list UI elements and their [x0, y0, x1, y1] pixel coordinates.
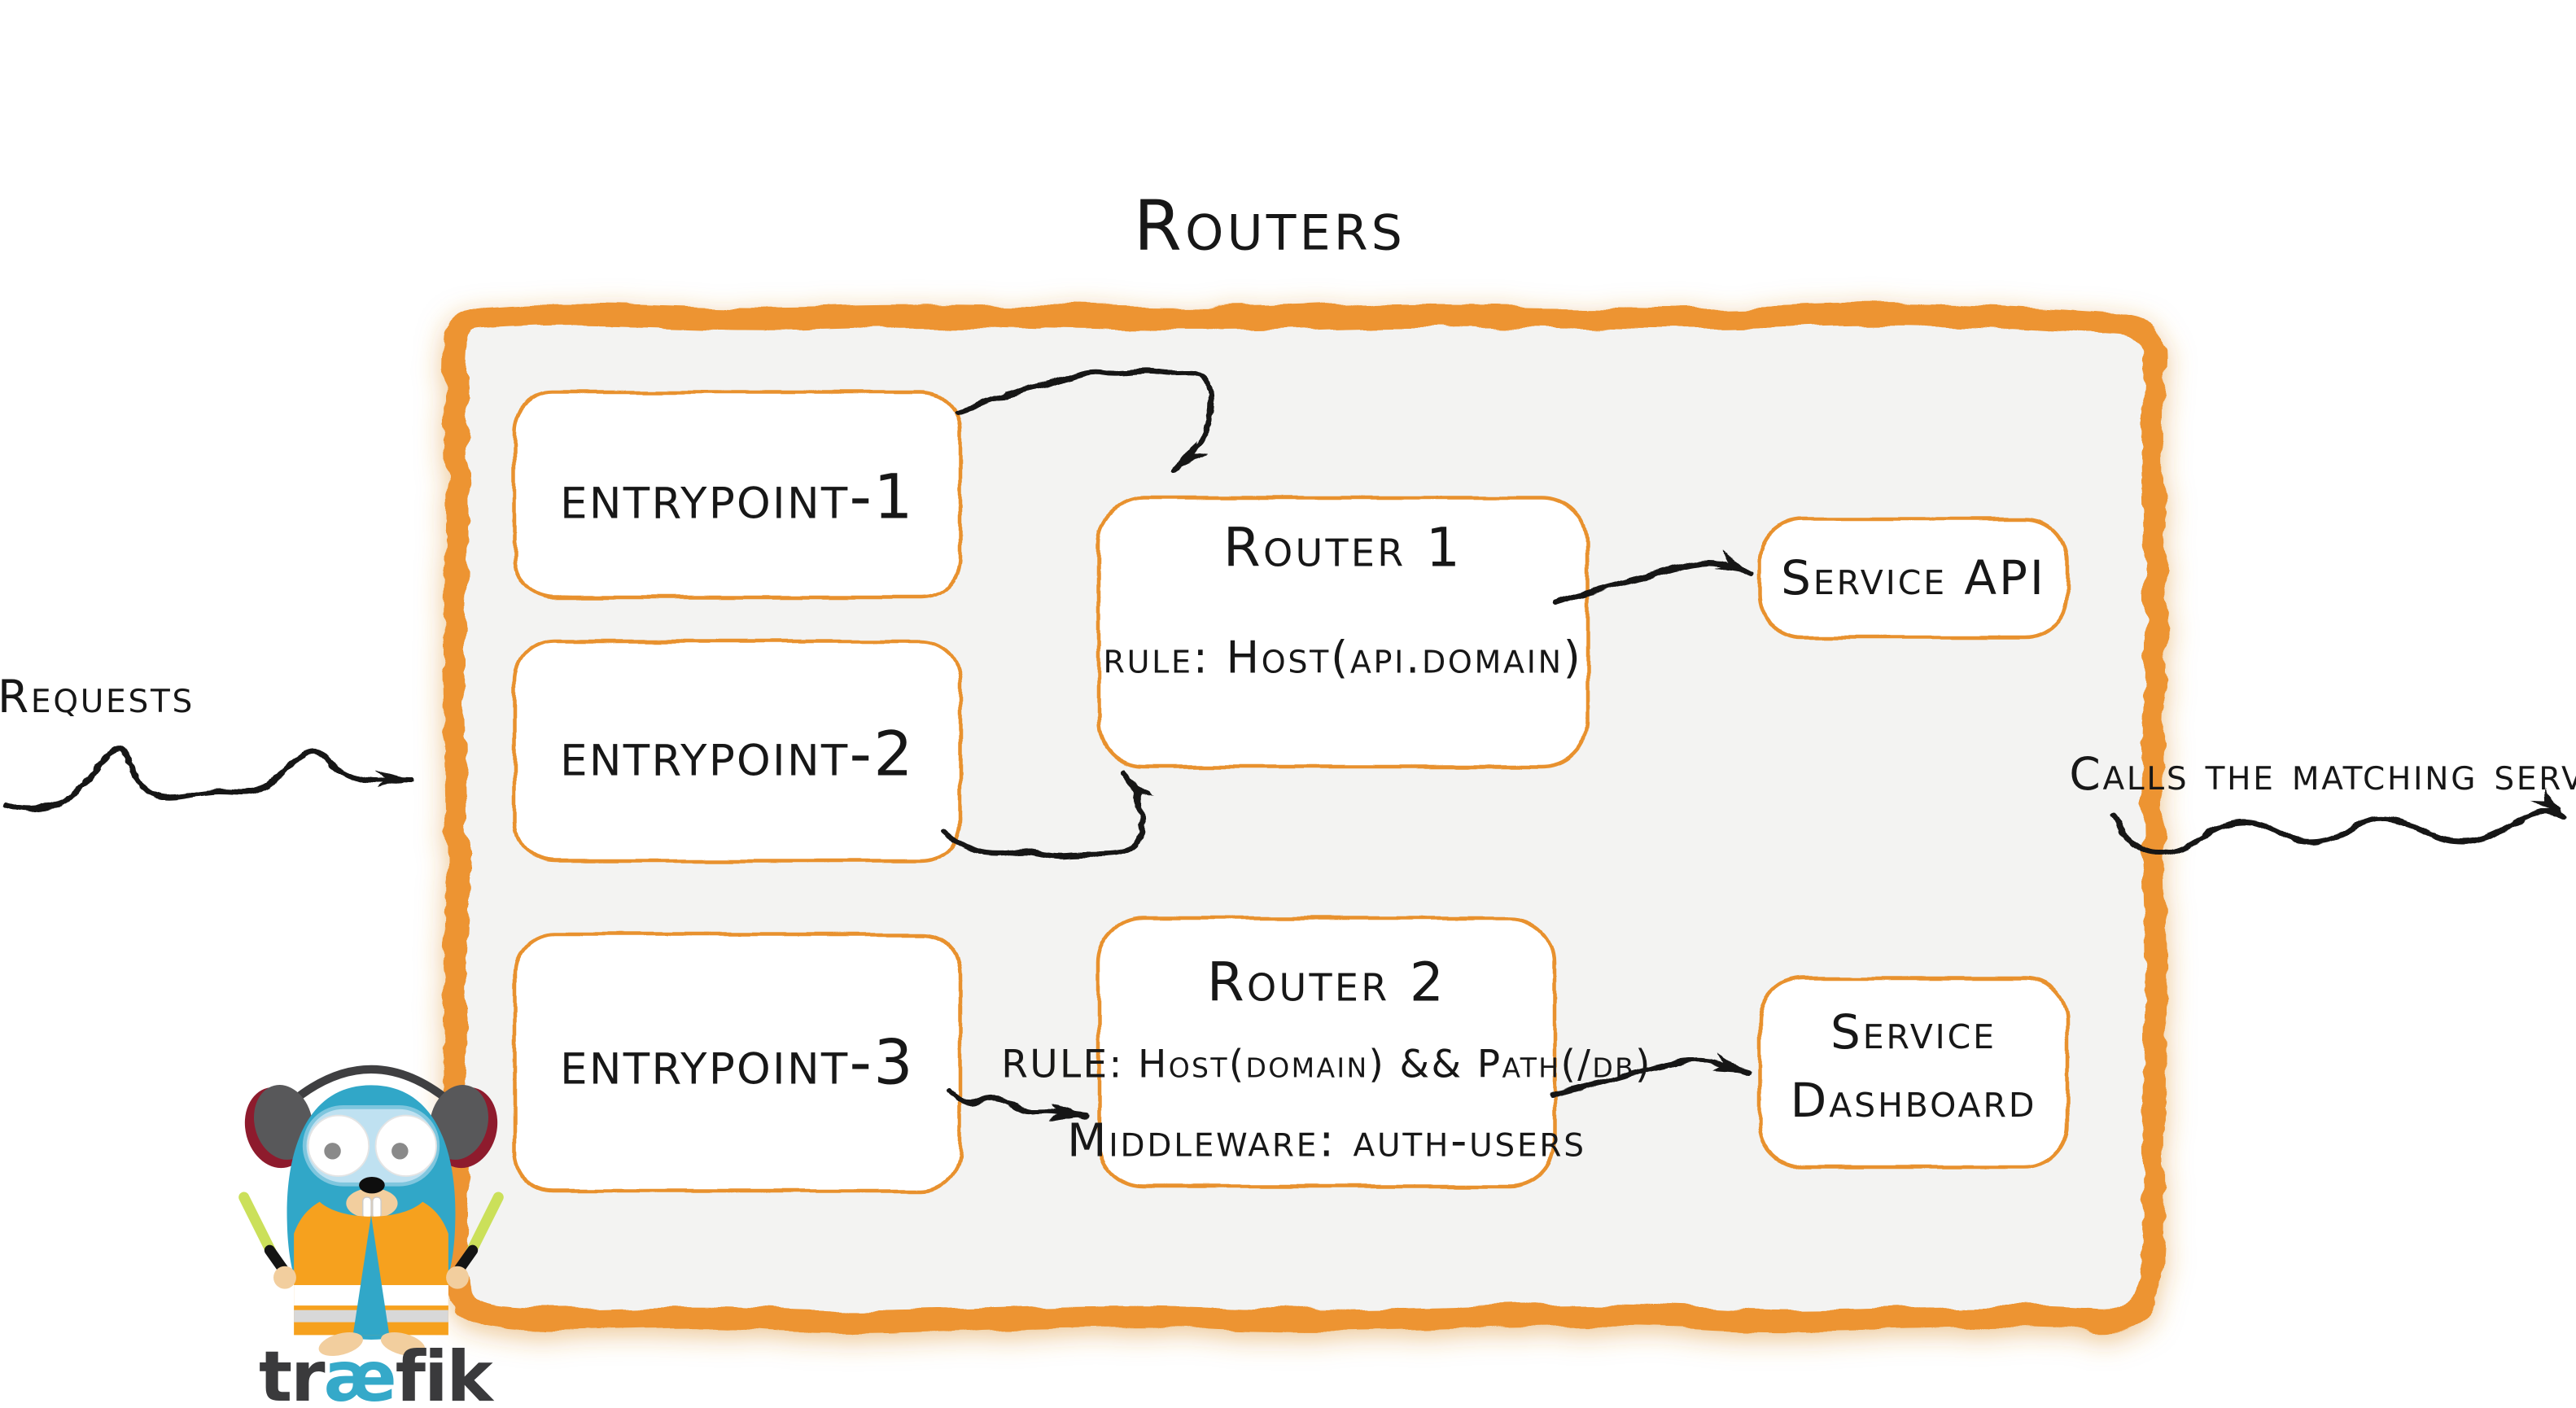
calls-matching-server-arrow — [2110, 785, 2567, 856]
router-2-box — [1096, 916, 1557, 1189]
router1-to-service-api-arrow — [1553, 550, 1755, 606]
wordmark-ae: æ — [323, 1336, 397, 1408]
router2-to-service-dashboard-arrow — [1550, 1052, 1752, 1099]
requests-arrow — [3, 745, 415, 813]
signal-wands-icon — [238, 1192, 504, 1282]
service-dashboard-box — [1757, 976, 2070, 1170]
page-title: Routers — [1133, 186, 1406, 267]
entrypoint1-to-router1-arrow — [956, 368, 1214, 474]
entrypoint-3-label: entrypoint-3 — [560, 1025, 915, 1099]
entrypoint-2-label: entrypoint-2 — [560, 717, 915, 790]
gopher-nose — [359, 1176, 385, 1194]
calls-server-label: Calls the matching server — [2069, 748, 2576, 800]
gopher-muzzle — [346, 1187, 398, 1219]
entrypoint-3-box — [512, 932, 963, 1193]
traefik-wordmark: træfik — [259, 1336, 493, 1408]
router-2-rule: RULE: Host(domain) && Path(/db) — [1001, 1042, 1652, 1087]
service-api-box — [1757, 517, 2070, 640]
router-1-box — [1096, 496, 1590, 769]
entrypoint-1-label: entrypoint-1 — [560, 460, 915, 533]
router-1-name: Router 1 — [1222, 516, 1463, 579]
service-dashboard-label-line1: Service — [1830, 1004, 1997, 1060]
safety-vest-icon — [294, 1201, 448, 1336]
entrypoint-1-box — [512, 390, 963, 600]
router-2-middleware: Middleware: auth-users — [1067, 1114, 1586, 1168]
entrypoint2-to-router1-arrow — [941, 771, 1154, 859]
gopher-teeth — [362, 1196, 382, 1219]
gopher-hands-feet — [273, 1266, 469, 1357]
traefik-gopher-mascot — [238, 1065, 504, 1357]
entrypoint3-to-router2-arrow — [947, 1087, 1088, 1122]
entrypoint-2-box — [512, 639, 963, 864]
wordmark-suffix: fik — [395, 1336, 493, 1408]
service-dashboard-label-line2: Dashboard — [1790, 1073, 2037, 1128]
router-2-name: Router 2 — [1206, 951, 1447, 1014]
gopher-eyes — [307, 1114, 437, 1177]
requests-label: Requests — [0, 671, 195, 723]
wordmark-prefix: tr — [259, 1336, 326, 1408]
service-api-label: Service API — [1781, 550, 2046, 606]
router-1-rule: rule: Host(api.domain) — [1103, 632, 1583, 684]
